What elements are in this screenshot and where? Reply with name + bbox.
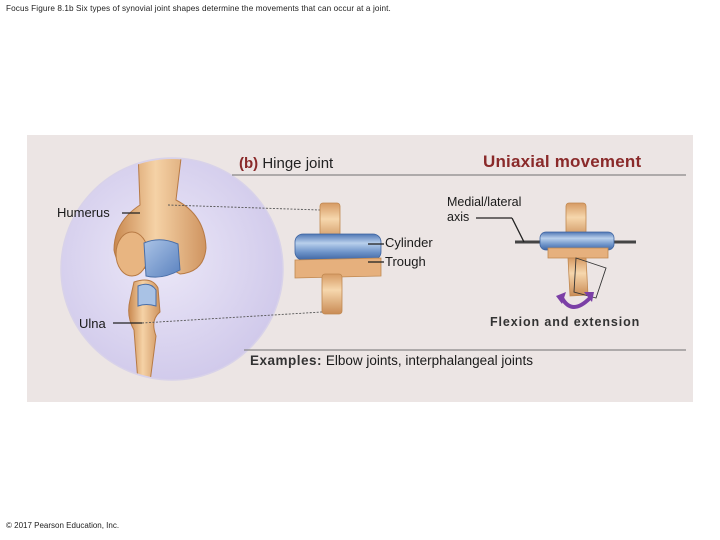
flexion-arrow: [562, 298, 590, 307]
copyright-notice: © 2017 Pearson Education, Inc.: [6, 521, 119, 530]
trough-label: Trough: [385, 254, 426, 269]
hinge-model: [295, 203, 384, 314]
cylinder-shape: [295, 234, 381, 260]
panel-title-text: Hinge joint: [262, 155, 333, 172]
cylinder-label: Cylinder: [385, 235, 433, 250]
elbow-magnified-view: [61, 150, 283, 382]
panel-title: (b) Hinge joint: [239, 155, 333, 172]
axis-label-line1: Medial/lateral: [447, 195, 521, 210]
ulna-cartilage: [138, 284, 156, 306]
motion-label: Flexion and extension: [490, 315, 640, 329]
ulna-label: Ulna: [79, 316, 106, 331]
examples-text: Elbow joints, interphalangeal joints: [326, 353, 533, 368]
examples-heading: Examples:: [250, 353, 322, 368]
axis-label: Medial/lateral axis: [447, 195, 521, 225]
examples-line: Examples: Elbow joints, interphalangeal …: [250, 353, 533, 368]
panel-letter: (b): [239, 155, 258, 172]
humerus-label: Humerus: [57, 205, 110, 220]
movement-type: Uniaxial movement: [483, 152, 641, 172]
axis-label-line2: axis: [447, 210, 521, 225]
humerus-cartilage: [144, 240, 180, 277]
